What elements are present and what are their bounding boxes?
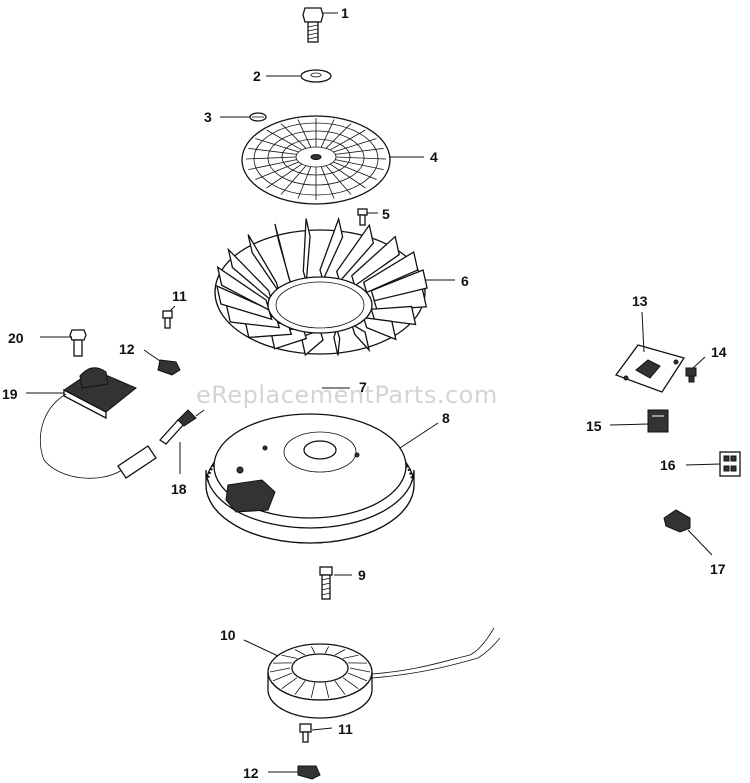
callout-13: 13 [632, 293, 648, 309]
bolt-part [302, 7, 324, 43]
callout-14: 14 [711, 344, 727, 360]
leader-line [399, 422, 439, 449]
callout-17: 17 [710, 561, 726, 577]
leader-line [685, 463, 721, 466]
callout-12: 12 [119, 341, 135, 357]
leader-line [143, 349, 161, 362]
bolt-part [319, 566, 333, 600]
bracket-part [663, 509, 691, 533]
callout-9: 9 [358, 567, 366, 583]
callout-1: 1 [341, 5, 349, 21]
callout-labels: 1 2 3 4 5 6 7 8 9 10 11 12 13 14 15 16 1… [2, 5, 727, 781]
flywheel-part [205, 413, 415, 544]
stator-part [267, 627, 501, 719]
leader-line [687, 529, 713, 556]
callout-12-lower: 12 [243, 765, 259, 781]
leader-line [641, 311, 645, 353]
leader-line [311, 727, 333, 731]
screw-part [357, 208, 368, 226]
leader-line [169, 305, 176, 312]
spark-plug-part [159, 409, 205, 445]
clip-part [297, 765, 321, 780]
callout-18: 18 [171, 481, 187, 497]
ignition-module-part [39, 367, 157, 479]
screw-part [162, 310, 173, 329]
callout-20: 20 [8, 330, 24, 346]
callout-15: 15 [586, 418, 602, 434]
callout-11-lower: 11 [338, 721, 353, 737]
screw-part [69, 329, 87, 357]
clip-part [157, 359, 181, 376]
callout-16: 16 [660, 457, 676, 473]
callout-8: 8 [442, 410, 450, 426]
watermark: eReplacementParts.com [196, 381, 498, 409]
leader-lines [26, 12, 721, 773]
callout-3: 3 [204, 109, 212, 125]
nut-part [249, 112, 267, 122]
callout-2: 2 [253, 68, 261, 84]
callout-6: 6 [461, 273, 469, 289]
rectifier-part [614, 344, 686, 393]
leader-line [609, 423, 649, 426]
fan-part [214, 216, 428, 357]
connector-part [719, 451, 741, 477]
leader-line [243, 639, 279, 657]
washer-part [300, 69, 332, 83]
callout-19: 19 [2, 386, 18, 402]
screw-part [299, 723, 312, 743]
callout-10: 10 [220, 627, 236, 643]
callout-11: 11 [172, 288, 187, 304]
callout-7: 7 [359, 379, 367, 395]
screw-part [685, 367, 697, 383]
callout-5: 5 [382, 206, 390, 222]
connector-part [647, 409, 669, 433]
callout-4: 4 [430, 149, 438, 165]
grass-screen-part [241, 115, 391, 205]
leader-line [692, 356, 706, 369]
